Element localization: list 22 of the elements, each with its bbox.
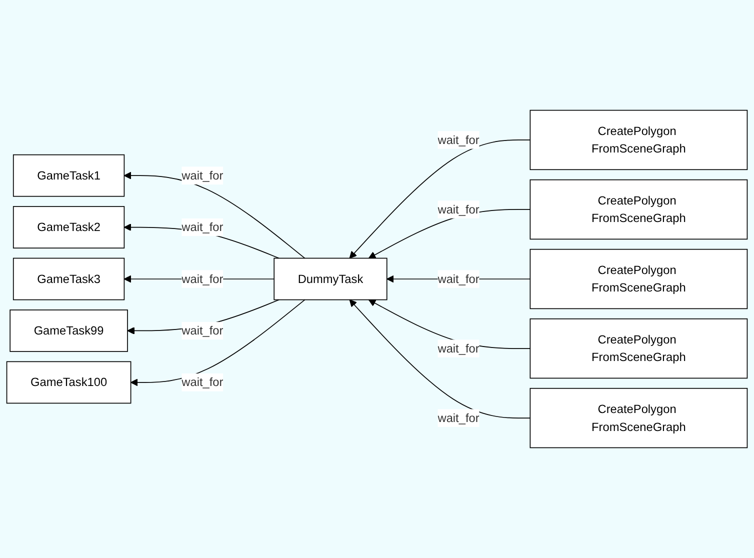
node-box: CreatePolygon FromSceneGraph [530,248,748,310]
node-box: CreatePolygon FromSceneGraph [530,110,748,170]
node-box: CreatePolygon FromSceneGraph [530,318,748,379]
edge-label: wait_for [438,202,480,216]
node-box: GameTask100 [6,361,132,404]
node-box: GameTask99 [10,310,128,352]
node-box: CreatePolygon FromSceneGraph [530,179,748,240]
edge-label: wait_for [182,272,224,286]
edge-label: wait_for [182,375,224,389]
edge-label: wait_for [182,220,224,234]
node-box: GameTask2 [12,206,125,248]
edge-label: wait_for [438,132,480,146]
node-box: GameTask1 [12,154,125,197]
edge-label: wait_for [182,168,224,182]
node-box: GameTask3 [12,258,125,300]
edge-label: wait_for [438,272,480,286]
node-box: DummyTask [274,258,388,300]
arrow [130,299,306,386]
edge-label: wait_for [182,324,224,338]
edge-label: wait_for [438,410,480,424]
node-box: CreatePolygon FromSceneGraph [530,388,748,448]
edge-label: wait_for [438,341,480,355]
